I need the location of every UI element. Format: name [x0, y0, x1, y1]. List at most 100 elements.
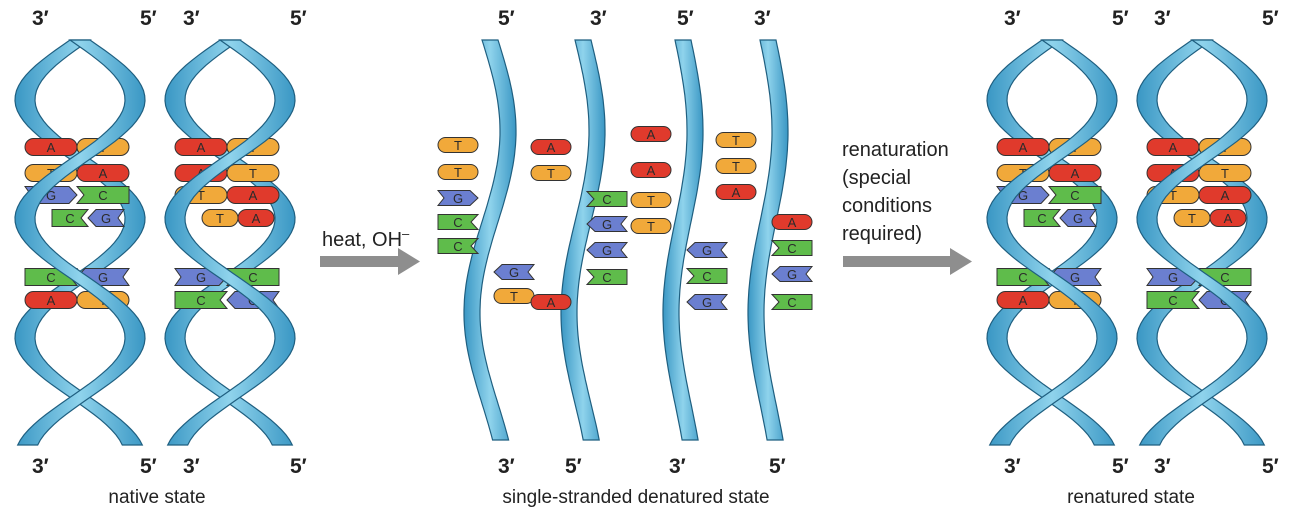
base-letter: C: [1037, 211, 1046, 226]
base-letter: T: [249, 166, 257, 181]
base-letter: T: [647, 219, 655, 234]
base-letter: G: [602, 243, 612, 258]
base-c: [770, 240, 813, 256]
base-letter: G: [702, 295, 712, 310]
base-letter: C: [46, 270, 55, 285]
base-a: [1209, 209, 1247, 227]
base-letter: G: [101, 211, 111, 226]
dna-strand: [986, 39, 1118, 446]
end-label: 3′: [32, 7, 49, 30]
base-letter: G: [453, 191, 463, 206]
end-label: 3′: [183, 7, 200, 30]
end-label: 3′: [754, 7, 771, 30]
end-label: 3′: [498, 455, 515, 478]
base-letter: A: [1071, 166, 1080, 181]
base-a: [76, 164, 130, 182]
base-letter: A: [47, 293, 56, 308]
base-a: [1198, 186, 1252, 204]
end-label: 5′: [769, 455, 786, 478]
end-label: 3′: [1154, 455, 1171, 478]
end-label: 3′: [590, 7, 607, 30]
renaturation-arrow-head: [950, 248, 972, 275]
base-g: [493, 264, 536, 280]
base-a: [530, 294, 572, 310]
base-t: [437, 164, 479, 180]
base-letter: C: [1220, 270, 1229, 285]
base-g: [586, 242, 629, 258]
dna-strand: [662, 39, 704, 441]
renaturation-arrow: renaturation (special conditions require…: [842, 139, 972, 275]
base-letter: A: [252, 211, 261, 226]
base-c: [1023, 209, 1062, 227]
end-label: 5′: [1112, 7, 1129, 30]
base-a: [630, 162, 672, 178]
base-t: [630, 192, 672, 208]
base-letter: A: [547, 295, 556, 310]
renaturation-label-line: required): [842, 223, 922, 245]
base-letter: A: [547, 140, 556, 155]
base-c: [585, 269, 628, 285]
base-letter: G: [196, 270, 206, 285]
base-letter: A: [99, 166, 108, 181]
end-label: 5′: [565, 455, 582, 478]
base-a: [530, 139, 572, 155]
end-label: 5′: [1262, 455, 1279, 478]
end-label: 5′: [290, 7, 307, 30]
base-letter: G: [1070, 270, 1080, 285]
dna-strand: [14, 39, 146, 446]
base-letter: C: [602, 270, 611, 285]
base-letter: T: [197, 188, 205, 203]
base-letter: G: [602, 217, 612, 232]
end-label: 5′: [140, 455, 157, 478]
base-letter: T: [454, 165, 462, 180]
base-letter: A: [647, 163, 656, 178]
base-c: [437, 214, 480, 230]
renatured-state-panel: ATTAGCCGCGATATATTATAGCCG: [986, 39, 1268, 446]
base-c: [437, 238, 480, 254]
base-letter: C: [453, 239, 462, 254]
denatured-state-caption: single-stranded denatured state: [502, 487, 769, 508]
heat-arrow: heat, OH–: [320, 226, 420, 275]
heat-arrow-label: heat, OH–: [322, 226, 410, 251]
base-letter: G: [787, 267, 797, 282]
base-c: [1146, 291, 1201, 309]
base-g: [686, 294, 729, 310]
end-label: 3′: [183, 455, 200, 478]
end-label: 5′: [677, 7, 694, 30]
native-end-labels: 3′ 5′ 3′ 5′ 3′ 5′ 3′ 5′: [32, 7, 307, 478]
base-c: [1047, 186, 1102, 204]
dna-strand: [747, 39, 789, 441]
base-g: [586, 216, 629, 232]
base-letter: G: [1018, 188, 1028, 203]
base-letter: T: [1221, 166, 1229, 181]
dna-strand: [1136, 39, 1268, 446]
base-letter: G: [509, 265, 519, 280]
end-label: 3′: [1154, 7, 1171, 30]
renatured-end-labels: 3′ 5′ 3′ 5′ 3′ 5′ 3′ 5′: [1004, 7, 1279, 478]
single-end-labels: 5′ 3′ 5′ 3′ 3′ 5′ 3′ 5′: [498, 7, 786, 478]
base-letter: G: [98, 270, 108, 285]
base-letter: C: [702, 269, 711, 284]
base-t: [630, 218, 672, 234]
base-letter: T: [1169, 188, 1177, 203]
base-a: [630, 126, 672, 142]
base-c: [75, 186, 130, 204]
base-letter: T: [732, 159, 740, 174]
renatured-state-caption: renatured state: [1067, 487, 1195, 508]
base-letter: C: [602, 192, 611, 207]
native-state-panel: ATTAGCCGCGATATATTATAGCCG: [14, 39, 296, 446]
base-letter: T: [647, 193, 655, 208]
base-letter: A: [732, 185, 741, 200]
base-letter: A: [1221, 188, 1230, 203]
dna-strand: [463, 39, 517, 441]
base-letter: C: [65, 211, 74, 226]
end-label: 3′: [32, 455, 49, 478]
base-letter: C: [1168, 293, 1177, 308]
base-t: [1198, 164, 1252, 182]
base-g: [686, 242, 729, 258]
base-letter: C: [787, 241, 796, 256]
end-label: 5′: [1112, 455, 1129, 478]
base-c: [770, 294, 813, 310]
base-letter: G: [1073, 211, 1083, 226]
base-t: [530, 165, 572, 181]
